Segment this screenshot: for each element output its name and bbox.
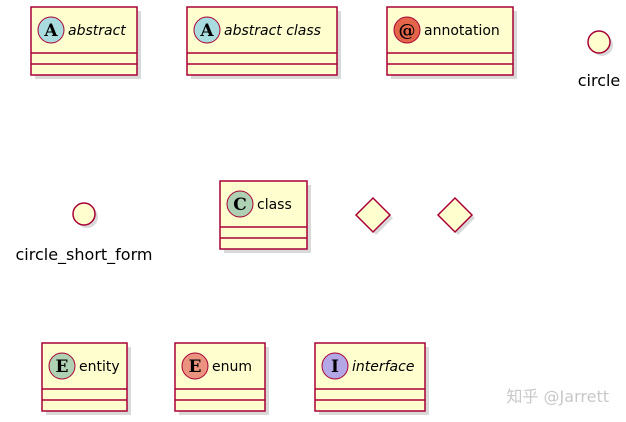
badge-letter: @: [399, 21, 416, 41]
diamond-node-diamond-1[interactable]: [354, 196, 392, 234]
badge-letter: I: [331, 357, 339, 377]
watermark-text: 知乎 @Jarrett: [506, 387, 609, 406]
classifier-name: entity: [79, 359, 120, 375]
badge-letter: E: [56, 357, 69, 377]
badge-circle: [48, 352, 76, 380]
badge-circle: [393, 16, 421, 44]
badge-circle: [321, 352, 349, 380]
badge-circle: [193, 16, 221, 44]
interface-badge-icon: I: [321, 352, 349, 380]
abstract-badge-icon: A: [37, 16, 65, 44]
circle-label: circle: [578, 71, 621, 90]
badge-circle: [181, 352, 209, 380]
annotation-badge-icon: @: [393, 16, 421, 44]
badge-letter: E: [189, 357, 202, 377]
entity-badge-icon: E: [48, 352, 76, 380]
circle-label: circle_short_form: [16, 245, 153, 265]
badge-circle: [226, 190, 254, 218]
class-badge-icon: C: [226, 190, 254, 218]
abstract-badge-icon: A: [193, 16, 221, 44]
badge-letter: A: [199, 21, 214, 41]
diamond-icon: [354, 196, 392, 234]
classifier-name: abstract: [68, 23, 126, 39]
circle-node-circle-short-form[interactable]: circle_short_form: [16, 202, 153, 265]
classifier-name: enum: [212, 359, 252, 375]
enum-badge-icon: E: [181, 352, 209, 380]
badge-letter: C: [233, 195, 247, 215]
classifier-name: annotation: [424, 23, 500, 39]
circle-icon: [72, 202, 96, 226]
classifier-name: abstract class: [224, 23, 321, 39]
badge-letter: A: [43, 21, 58, 41]
classifier-name: interface: [352, 359, 414, 375]
classifier-name: class: [257, 197, 292, 213]
circle-icon: [587, 30, 611, 54]
classifier-annotation[interactable]: @ annotation: [386, 6, 514, 76]
diamond-icon: [436, 196, 474, 234]
badge-circle: [37, 16, 65, 44]
circle-node-circle[interactable]: circle: [578, 30, 621, 90]
diamond-node-diamond-2[interactable]: [436, 196, 474, 234]
